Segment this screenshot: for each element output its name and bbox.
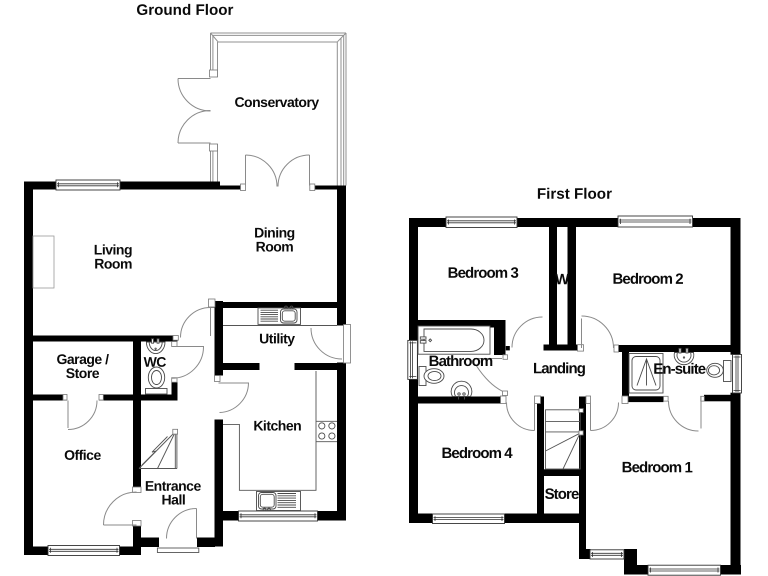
svg-text:Hall: Hall [162,492,186,508]
svg-text:Entrance: Entrance [145,478,202,494]
svg-text:Office: Office [64,447,101,463]
svg-text:Kitchen: Kitchen [253,417,301,433]
svg-text:Garage /: Garage / [56,351,109,367]
svg-text:First Floor: First Floor [537,186,612,203]
svg-text:W: W [555,271,570,288]
svg-text:Bedroom 3: Bedroom 3 [448,265,519,282]
svg-text:Store: Store [545,486,579,503]
svg-text:Bedroom 2: Bedroom 2 [612,271,683,288]
svg-text:Store: Store [66,365,100,381]
svg-text:Utility: Utility [259,330,295,346]
svg-text:Room: Room [94,256,132,272]
svg-text:Ground Floor: Ground Floor [136,2,233,19]
svg-text:Conservatory: Conservatory [234,94,319,110]
svg-text:En-suite: En-suite [653,361,706,378]
svg-text:Room: Room [256,239,294,255]
svg-text:Landing: Landing [533,360,586,377]
svg-text:Bedroom 4: Bedroom 4 [441,445,513,462]
svg-text:Dining: Dining [254,225,295,241]
svg-text:WC: WC [144,354,167,370]
svg-text:Bathroom: Bathroom [429,353,493,370]
svg-text:Bedroom 1: Bedroom 1 [622,459,693,476]
svg-text:Living: Living [94,241,132,257]
